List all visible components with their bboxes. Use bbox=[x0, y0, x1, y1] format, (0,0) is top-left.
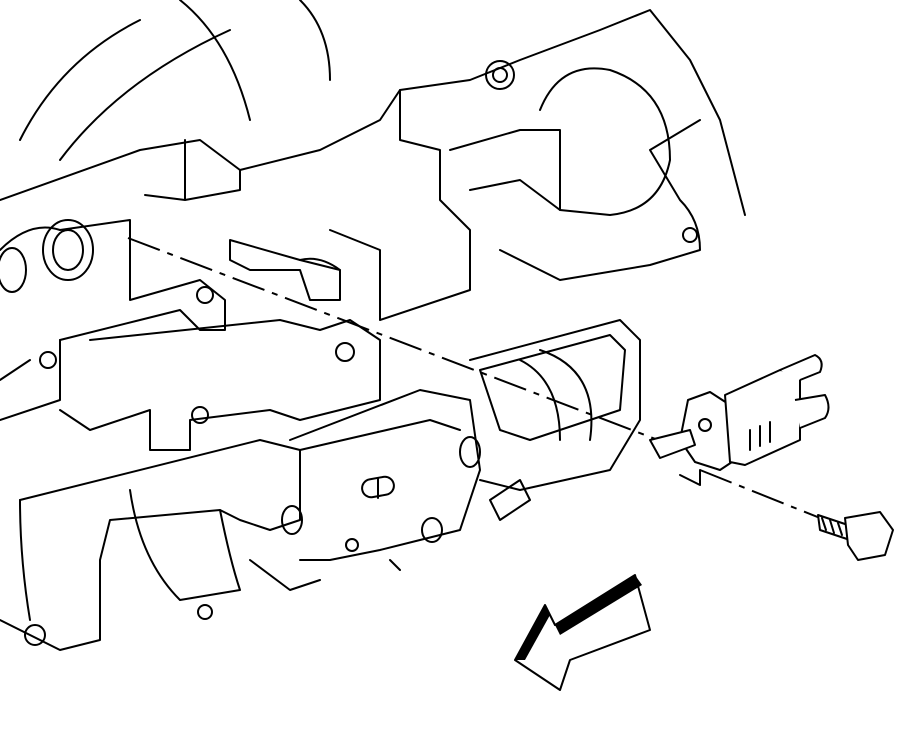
intake-manifold bbox=[0, 319, 641, 651]
dashed-leader-lines bbox=[127, 237, 831, 523]
engine-block bbox=[0, 0, 746, 451]
front-direction-arrow bbox=[514, 574, 651, 691]
evap-purge-solenoid bbox=[649, 354, 830, 486]
mounting-bolt bbox=[817, 511, 894, 561]
